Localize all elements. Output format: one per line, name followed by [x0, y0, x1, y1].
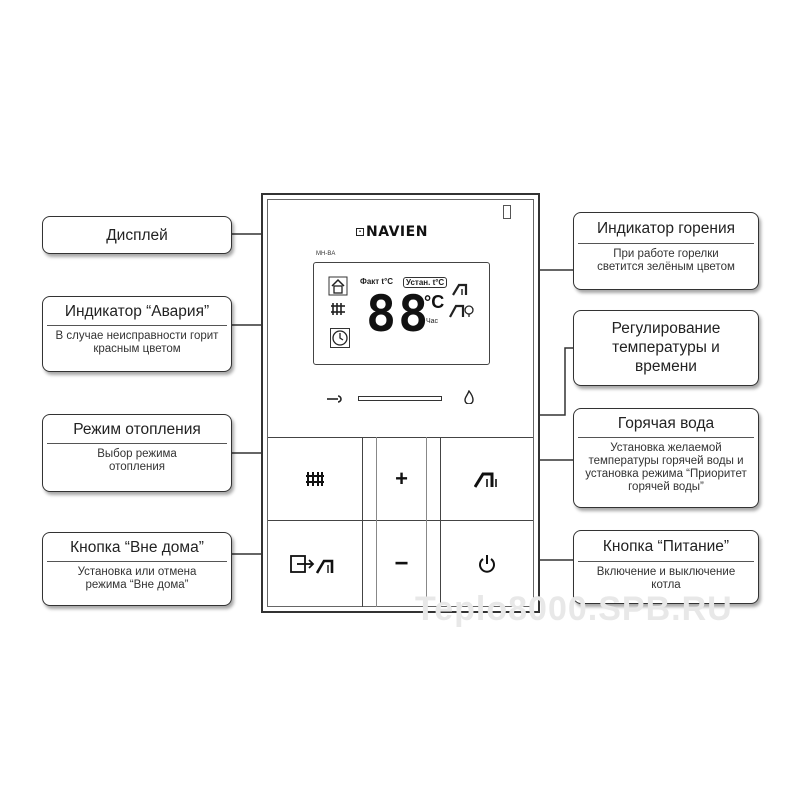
- power-button[interactable]: [442, 522, 532, 606]
- sensor-window: [503, 205, 511, 219]
- callout-hot-water: Горячая вода Установка желаемой температ…: [573, 408, 759, 508]
- lcd-digits: 88: [366, 285, 431, 343]
- power-icon: [479, 555, 495, 573]
- callout-burner: Индикатор горения При работе горелки све…: [573, 212, 759, 290]
- callout-burner-title: Индикатор горения: [596, 219, 736, 237]
- hot-water-button[interactable]: [442, 439, 532, 519]
- button-plus-edge-right: [426, 437, 427, 607]
- flame-icon: [464, 390, 474, 404]
- callout-power-title: Кнопка “Питание”: [602, 537, 730, 555]
- callout-power: Кнопка “Питание” Включение и выключение …: [573, 530, 759, 604]
- away-button[interactable]: [269, 522, 361, 606]
- callout-heating-mode-desc: Выбор режима отопления: [97, 448, 177, 473]
- callout-temp-time: Регулирование температуры и времени: [573, 310, 759, 386]
- hot-water-tap-icon: [474, 472, 497, 488]
- callout-hot-water-desc: Установка желаемой температуры горячей в…: [585, 442, 747, 493]
- button-grid-top: [268, 437, 533, 438]
- hot-water-priority-icon: [449, 304, 474, 318]
- lcd-unit-sub: Час: [426, 318, 439, 325]
- callout-alarm: Индикатор “Авария” В случае неисправност…: [42, 296, 232, 372]
- control-panel-inner: [267, 199, 534, 607]
- lcd-unit: °C: [424, 292, 445, 312]
- callout-alarm-desc: В случае неисправности горит красным цве…: [55, 330, 219, 355]
- callout-heating-mode: Режим отопления Выбор режима отопления: [42, 414, 232, 492]
- wrench-icon: [327, 395, 342, 403]
- brand-name: NAVIEN: [366, 224, 428, 240]
- button-grid-col-left: [362, 437, 363, 607]
- callout-away-desc: Установка или отмена режима “Вне дома”: [77, 566, 197, 591]
- set-temp-label: Устан. t°C: [403, 277, 448, 288]
- plus-button[interactable]: +: [395, 466, 408, 491]
- model-label: MH-BA: [316, 251, 336, 257]
- callout-power-desc: Включение и выключение котла: [596, 566, 736, 591]
- callout-alarm-title: Индикатор “Авария”: [64, 302, 210, 320]
- brand-logo: ▪ NAVIEN: [356, 224, 428, 240]
- hot-water-tap-icon: [452, 283, 468, 296]
- callout-away-title: Кнопка “Вне дома”: [70, 538, 204, 556]
- radiator-icon: [306, 472, 324, 486]
- away-exit-icon: [290, 555, 334, 574]
- callout-heating-mode-title: Режим отопления: [73, 420, 201, 438]
- fact-temp-label: Факт t°C: [360, 277, 394, 286]
- brand-mark-icon: ▪: [356, 228, 364, 236]
- watermark-text: Teplo8000.SPB.RU: [415, 590, 733, 628]
- callout-display-title: Дисплей: [106, 226, 168, 244]
- callout-away: Кнопка “Вне дома” Установка или отмена р…: [42, 532, 232, 606]
- indicator-bar: [358, 396, 442, 401]
- radiator-icon: [331, 303, 345, 315]
- button-plus-edge-left: [376, 437, 377, 607]
- callout-display: Дисплей: [42, 216, 232, 254]
- button-grid-middle: [268, 520, 533, 521]
- clock-icon: [330, 328, 350, 348]
- callout-hot-water-title: Горячая вода: [617, 414, 715, 432]
- minus-button[interactable]: −: [394, 550, 409, 577]
- heating-mode-button[interactable]: [269, 439, 361, 519]
- callout-burner-desc: При работе горелки светится зелёным цвет…: [597, 248, 735, 273]
- button-grid-col-right: [440, 437, 441, 607]
- callout-temp-time-title: Регулирование температуры и времени: [611, 319, 721, 375]
- home-icon: [328, 276, 348, 296]
